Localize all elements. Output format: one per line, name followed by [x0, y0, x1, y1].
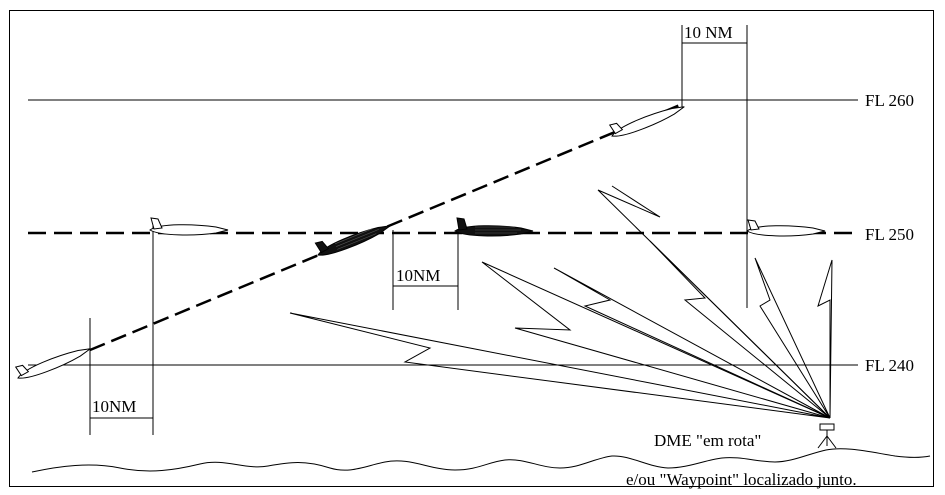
fl260-label: FL 260	[865, 91, 914, 110]
fl240-label: FL 240	[865, 356, 914, 375]
dme-label: DME "em rota"	[654, 431, 761, 450]
aircraft-icon	[608, 106, 685, 137]
distance-marker-middle: 10NM	[392, 230, 459, 310]
aircraft-icon	[314, 225, 391, 256]
frame-border	[9, 10, 934, 487]
aircraft-icon	[14, 348, 91, 379]
aircraft-icon	[454, 217, 534, 237]
distance-marker-bottom: 10NM	[89, 218, 154, 435]
dme-signal-lines	[289, 185, 833, 419]
aircraft-icon	[149, 217, 229, 236]
distance-marker-top: 10 NM	[681, 23, 748, 308]
distance-label-bottom: 10NM	[92, 397, 136, 416]
fl250-label: FL 250	[865, 225, 914, 244]
distance-label-top: 10 NM	[684, 23, 733, 42]
terrain-line	[31, 448, 931, 473]
climb-path-dashed	[89, 103, 681, 352]
dme-antenna-icon	[817, 423, 837, 449]
distance-label-middle: 10NM	[396, 266, 440, 285]
waypoint-label: e/ou "Waypoint" localizado junto.	[626, 470, 857, 489]
aircraft-icon	[746, 219, 826, 237]
